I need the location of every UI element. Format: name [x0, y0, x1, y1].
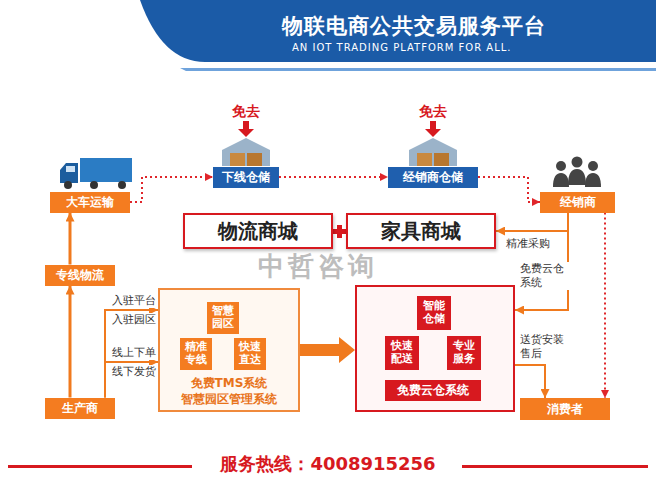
connector — [130, 177, 213, 202]
mall-box: 物流商城 — [183, 213, 333, 249]
footer-rule — [8, 465, 192, 468]
mall-box: 家具商城 — [346, 213, 496, 249]
edge-label: 线上下单 — [111, 346, 157, 360]
role-box: 专线物流 — [45, 265, 115, 286]
callout-text: 免去 — [232, 103, 260, 121]
warehouse-icon — [409, 138, 457, 166]
down-arrow — [238, 121, 254, 137]
node-text: 消费者 — [547, 401, 583, 418]
truck-trailer — [80, 158, 132, 182]
footer-rule — [462, 465, 648, 468]
service-square: 智能仓储 — [417, 296, 451, 330]
connector — [604, 213, 606, 399]
node-text: 经销商仓储 — [403, 169, 463, 186]
truck-icon — [60, 158, 132, 189]
warehouse-goods — [247, 153, 262, 166]
header-stripe — [180, 68, 656, 71]
edge-note: 入驻园区 — [111, 313, 157, 327]
service-square: 精准专线 — [180, 338, 212, 370]
truck-cab — [60, 163, 78, 183]
person-body — [553, 173, 569, 187]
edge-label: 免费云仓系统 — [519, 262, 569, 290]
node-text: 免费云仓系统 — [397, 382, 469, 399]
edge-label: 入驻平台 — [111, 294, 157, 308]
role-box: 消费者 — [520, 398, 610, 420]
storage-box: 经销商仓储 — [388, 167, 478, 188]
connector — [69, 213, 72, 265]
node-text: 免费TMS系统 智慧园区管理系统 — [158, 376, 300, 407]
system-box: 免费云仓系统 — [385, 380, 481, 401]
connector — [496, 213, 568, 232]
connector — [105, 310, 158, 398]
plus-bar — [333, 229, 346, 234]
warehouse-roof — [409, 138, 457, 166]
warehouse-roof — [222, 138, 270, 166]
plus-sign — [333, 225, 346, 238]
truck-window — [66, 166, 75, 172]
node-text: 大车运输 — [66, 194, 114, 211]
service-square: 快速配送 — [385, 336, 419, 370]
connector — [279, 176, 388, 178]
node-text: 专线物流 — [56, 267, 104, 284]
connector — [69, 286, 72, 398]
warehouse-icon — [222, 138, 270, 166]
flow-arrow — [300, 337, 355, 363]
service-square: 智慧园区 — [207, 302, 239, 334]
node-text: 生产商 — [62, 400, 98, 417]
down-arrow — [425, 121, 441, 137]
node-text: 快速直达 — [238, 341, 261, 366]
hotline: 服务热线：4008915256 — [0, 453, 656, 476]
edge-label: 送货安装售后 — [519, 333, 569, 361]
person-head — [556, 161, 566, 171]
node-text: 精准专线 — [184, 341, 207, 366]
node-text: 下线仓储 — [222, 169, 270, 186]
node-text: 智慧园区 — [211, 305, 234, 330]
edge-note: 线下发货 — [111, 365, 157, 379]
people-icon — [553, 157, 601, 188]
connector — [478, 177, 540, 202]
watermark: 中哲咨询 — [258, 250, 378, 283]
platform-panel: 智能仓储快速配送 专业服务免费云仓系统 — [355, 285, 515, 412]
warehouse-goods — [230, 153, 245, 166]
node-text: 经销商 — [560, 194, 596, 211]
header-band — [140, 0, 656, 62]
warehouse-goods — [417, 153, 432, 166]
service-square: 专业服务 — [447, 336, 481, 370]
role-box: 大车运输 — [50, 192, 130, 213]
callout-text: 免去 — [419, 103, 447, 121]
person-head — [572, 157, 583, 168]
connector — [515, 365, 545, 398]
person-head — [588, 161, 598, 171]
platform-panel: 免费TMS系统 智慧园区管理系统 智慧园区精准专线 快速直达 — [158, 288, 300, 412]
connector — [105, 362, 158, 398]
role-box: 经销商 — [540, 192, 615, 213]
node-text: 家具商城 — [381, 218, 461, 245]
edge-label: 精准采购 — [505, 237, 551, 251]
truck-wheel — [64, 181, 72, 189]
person-body — [585, 173, 601, 187]
connector — [515, 213, 568, 311]
node-text: 快速配送 — [390, 340, 413, 365]
node-text: 专业服务 — [452, 340, 475, 365]
truck-wheel — [118, 181, 126, 189]
service-square: 快速直达 — [234, 338, 266, 370]
title: 物联电商公共交易服务平台 — [282, 12, 546, 40]
role-box: 生产商 — [45, 398, 115, 419]
truck-wheel — [90, 181, 98, 189]
subtitle: AN IOT TRADING PLATFORM FOR ALL. — [292, 42, 511, 55]
node-text: 物流商城 — [218, 218, 298, 245]
person-body — [568, 169, 586, 185]
warehouse-goods — [434, 153, 449, 166]
node-text: 智能仓储 — [422, 300, 445, 325]
storage-box: 下线仓储 — [213, 167, 279, 188]
